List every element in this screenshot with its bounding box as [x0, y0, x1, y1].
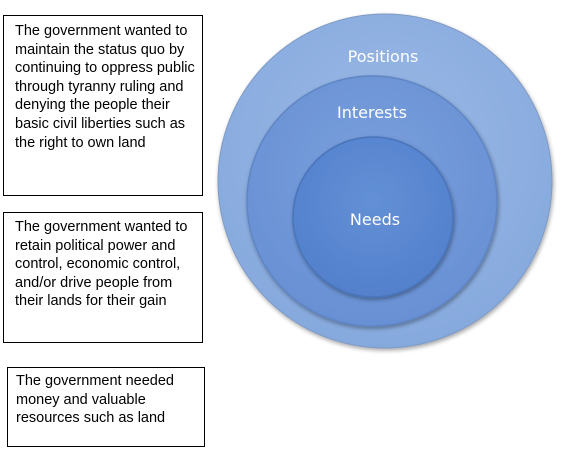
interests-description: The government wanted to retain politica… — [15, 219, 188, 310]
label-positions: Positions — [348, 47, 419, 66]
positions-text-box: The government wanted to maintain the st… — [3, 15, 203, 196]
label-interests: Interests — [337, 103, 407, 122]
label-needs: Needs — [350, 210, 400, 229]
inner-circle-needs — [292, 136, 454, 298]
interests-text-box: The government wanted to retain politica… — [3, 212, 203, 343]
needs-text-box: The government needed money and valuable… — [7, 367, 205, 447]
positions-description: The government wanted to maintain the st… — [15, 23, 195, 151]
needs-description: The government needed money and valuable… — [16, 373, 174, 427]
